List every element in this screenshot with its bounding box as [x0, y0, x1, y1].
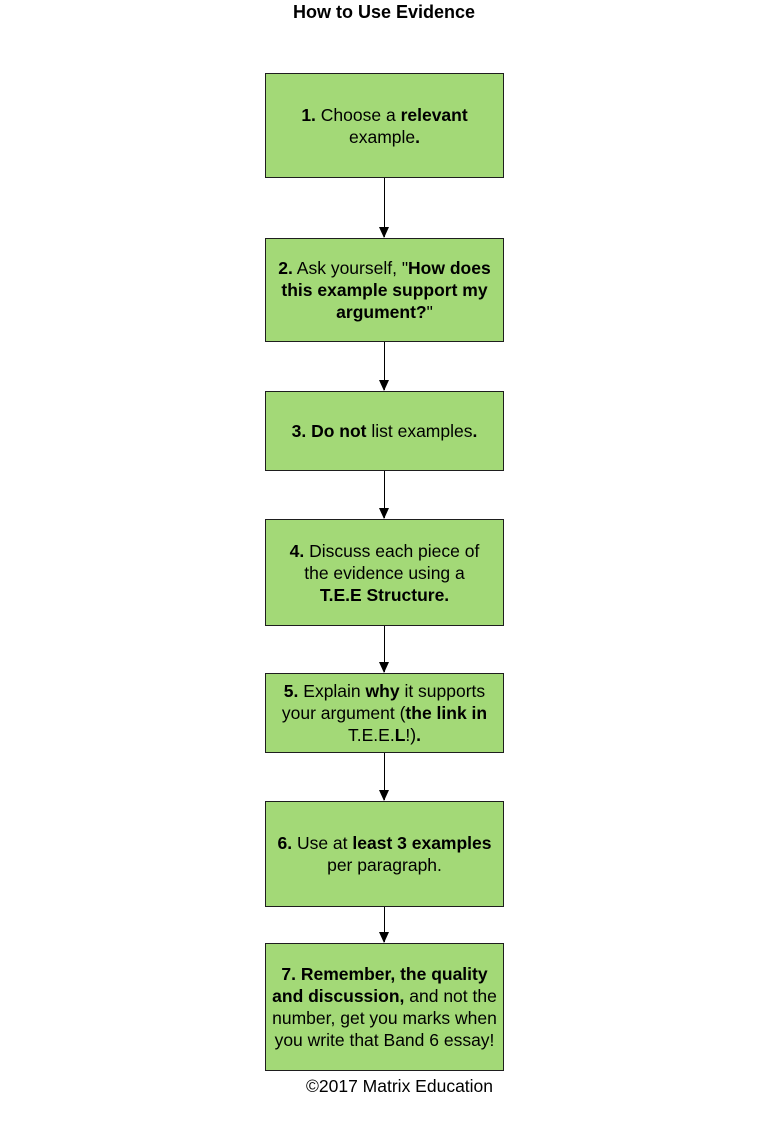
- arrow-5-to-6: [379, 753, 389, 801]
- step-1-segment: 1.: [301, 104, 316, 125]
- copyright-footer: ©2017 Matrix Education: [306, 1076, 494, 1096]
- step-7-segment: and not the number, get you marks when y…: [272, 986, 497, 1050]
- step-1-segment: example: [348, 126, 416, 147]
- step-5-segment: !): [405, 725, 417, 745]
- step-2-segment: Ask yourself, ": [292, 258, 409, 278]
- step-1-box: 1. Choose a relevant example.: [265, 73, 504, 178]
- step-5-segment: the link in: [405, 703, 488, 723]
- step-5-segment: why: [365, 681, 400, 701]
- step-4-text: 4. Discuss each piece of the evidence us…: [269, 540, 500, 606]
- step-3-segment: 3. Do not: [291, 421, 367, 441]
- step-2-segment: ": [426, 302, 433, 322]
- step-4-box: 4. Discuss each piece of the evidence us…: [265, 519, 504, 626]
- step-7-segment: 7. Remember, the quality and discussion,: [272, 964, 488, 1006]
- step-1-segment: relevant: [400, 104, 468, 125]
- step-5-segment: it supports your argument (: [281, 681, 486, 723]
- step-7-text: 7. Remember, the quality and discussion,…: [269, 963, 500, 1051]
- step-3-box: 3. Do not list examples.: [265, 391, 504, 471]
- step-2-segment: How does this example support my argumen…: [281, 258, 491, 322]
- step-6-segment: 6.: [277, 833, 293, 853]
- arrow-1-to-2: [379, 178, 389, 238]
- step-6-box: 6. Use at least 3 examples per paragraph…: [265, 801, 504, 907]
- step-6-text: 6. Use at least 3 examples per paragraph…: [269, 832, 500, 876]
- step-5-segment: L: [394, 725, 406, 745]
- arrow-4-to-5: [379, 626, 389, 673]
- step-2-text: 2. Ask yourself, "How does this example …: [269, 257, 500, 323]
- step-4-segment: T.E.E Structure.: [319, 584, 450, 605]
- arrow-2-to-3: [379, 342, 389, 391]
- arrow-3-to-4: [379, 471, 389, 519]
- step-4-segment: 4.: [289, 540, 305, 561]
- step-5-segment: T.E.E.: [348, 725, 395, 745]
- step-2-segment: 2.: [278, 258, 293, 278]
- step-4-segment: Discuss each piece of the evidence using…: [304, 540, 480, 583]
- arrow-6-to-7: [379, 907, 389, 943]
- step-2-box: 2. Ask yourself, "How does this example …: [265, 238, 504, 342]
- step-5-segment: 5.: [283, 681, 299, 701]
- step-3-segment: .: [472, 421, 478, 441]
- step-5-segment: Explain: [298, 681, 366, 701]
- step-6-segment: Use at: [292, 833, 353, 853]
- diagram-title: How to Use Evidence: [292, 2, 476, 22]
- step-3-text: 3. Do not list examples.: [292, 420, 478, 442]
- step-3-segment: list examples: [366, 421, 473, 441]
- step-1-text: 1. Choose a relevant example.: [269, 104, 500, 148]
- step-5-text: 5. Explain why it supports your argument…: [269, 680, 500, 746]
- step-7-box: 7. Remember, the quality and discussion,…: [265, 943, 504, 1071]
- step-6-segment: least 3 examples: [352, 833, 492, 853]
- step-5-box: 5. Explain why it supports your argument…: [265, 673, 504, 753]
- step-1-segment: Choose a: [315, 104, 401, 125]
- step-1-segment: .: [415, 126, 421, 147]
- step-6-segment: per paragraph.: [327, 855, 442, 875]
- step-5-segment: .: [416, 725, 421, 745]
